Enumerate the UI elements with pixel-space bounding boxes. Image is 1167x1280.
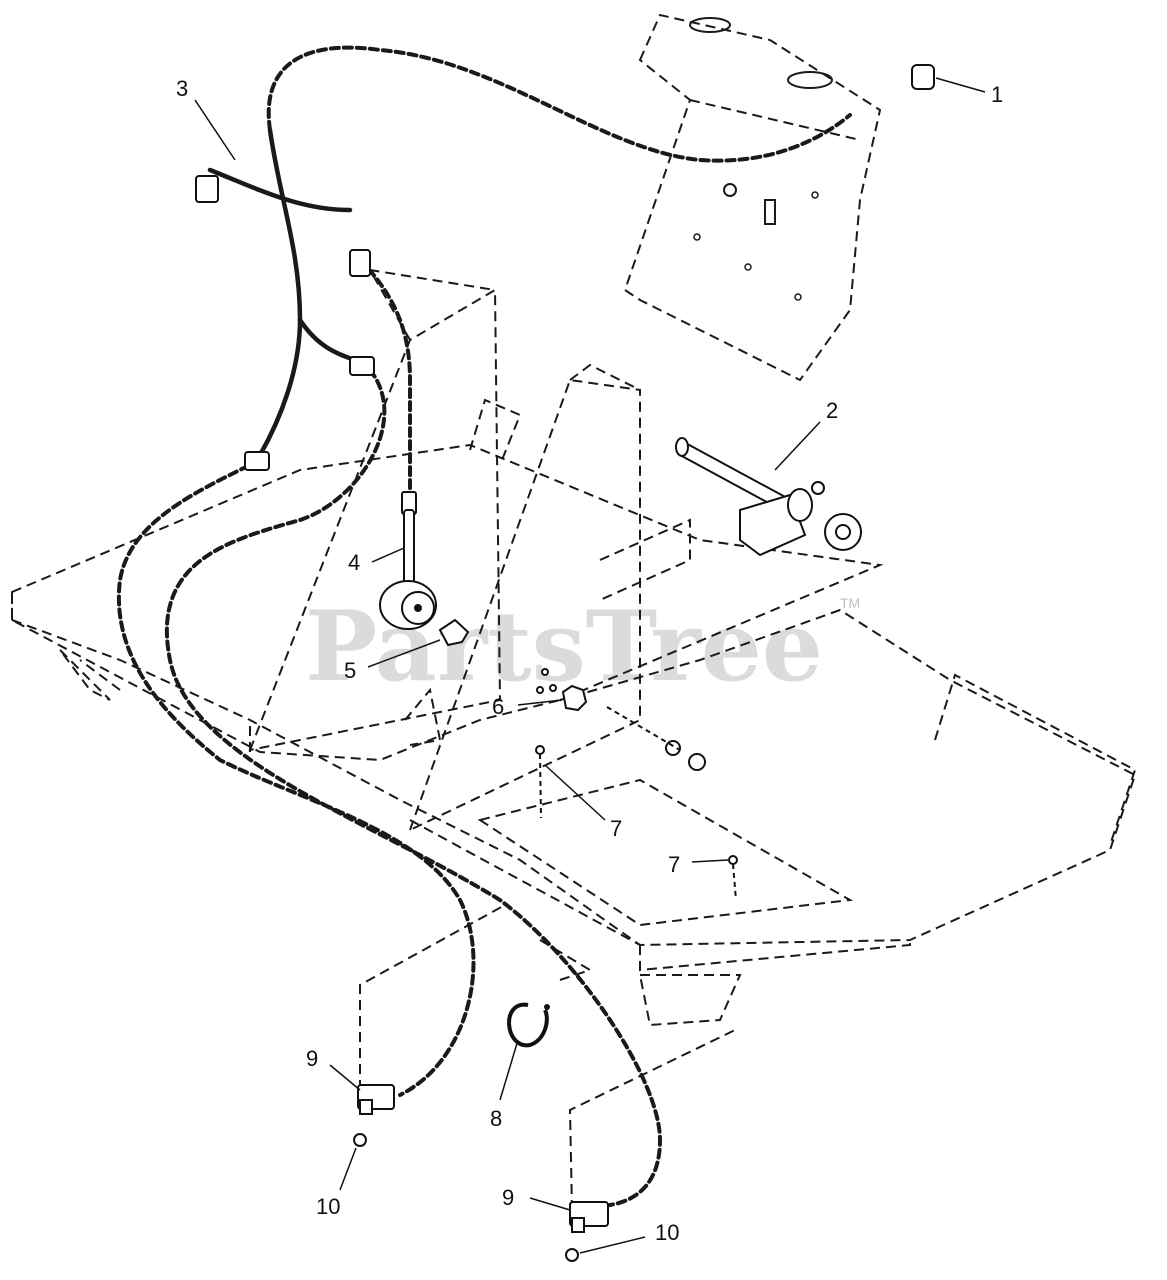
part-1-plug-icon <box>911 64 935 90</box>
callout-labels: 1 2 3 4 5 6 7 7 8 9 9 10 10 <box>176 76 1003 1245</box>
part-6-nut-icon <box>536 668 706 771</box>
callout-10b: 10 <box>655 1220 679 1245</box>
frame-plates <box>248 268 691 832</box>
wiring-harness <box>116 45 852 1207</box>
callout-1: 1 <box>991 82 1003 107</box>
part-7-pin-icon <box>535 745 738 901</box>
callout-6: 6 <box>492 694 504 719</box>
callout-9a: 9 <box>306 1046 318 1071</box>
part-10-nut-icon <box>353 1133 579 1262</box>
frame-upper-bracket <box>623 13 882 382</box>
part-9-switch-icon <box>357 904 736 1233</box>
callout-2: 2 <box>826 398 838 423</box>
part-2-shaft-icon <box>675 437 862 557</box>
watermark-trademark: TM <box>840 595 860 611</box>
callout-5: 5 <box>344 658 356 683</box>
callout-4: 4 <box>348 550 360 575</box>
part-8-clip-icon <box>507 1002 550 1048</box>
frame-deck <box>11 443 1137 1027</box>
part-4-sensor-icon <box>379 509 437 630</box>
callout-9b: 9 <box>502 1185 514 1210</box>
callout-10a: 10 <box>316 1194 340 1219</box>
harness-connectors <box>195 175 417 515</box>
part-5-fitting-icon <box>438 618 470 647</box>
leader-lines <box>194 77 986 1254</box>
callout-8: 8 <box>490 1106 502 1131</box>
callout-7a: 7 <box>610 816 622 841</box>
callout-3: 3 <box>176 76 188 101</box>
callout-7b: 7 <box>668 852 680 877</box>
